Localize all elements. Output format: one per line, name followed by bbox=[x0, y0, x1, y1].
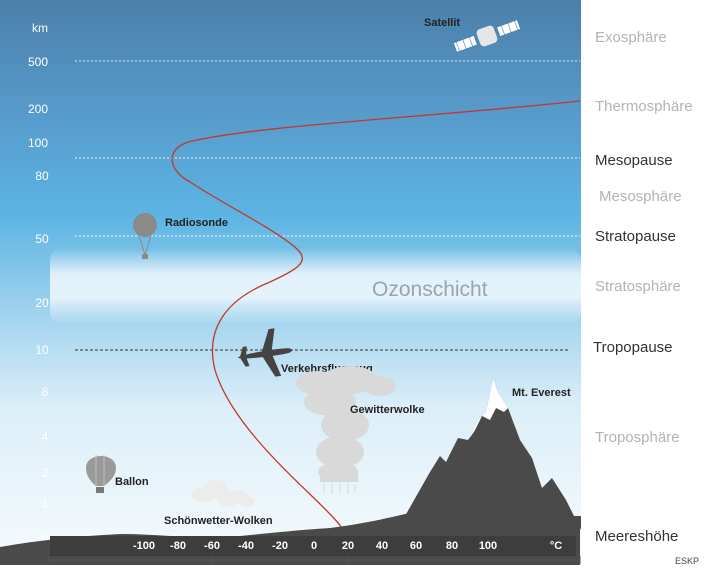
altitude-tick-0: 0 bbox=[42, 531, 49, 545]
thundercloud-icon bbox=[296, 366, 396, 494]
thundercloud-label: Gewitterwolke bbox=[350, 404, 425, 416]
mt-everest-mountain bbox=[405, 378, 581, 530]
radiosonde-icon bbox=[133, 213, 157, 259]
fair-weather-clouds-label: Schönwetter-Wolken bbox=[164, 515, 273, 527]
ozone-layer-label: Ozonschicht bbox=[372, 278, 488, 301]
ozone-band bbox=[50, 248, 581, 324]
altitude-tick-500: 500 bbox=[28, 55, 48, 69]
temp-tick-100: 100 bbox=[479, 540, 497, 552]
temp-tick-40: 40 bbox=[376, 540, 388, 552]
hot-air-balloon-icon bbox=[86, 455, 116, 493]
temp-tick-neg20: -20 bbox=[272, 540, 288, 552]
fair-weather-clouds-icon bbox=[191, 480, 255, 507]
everest-label: Mt. Everest bbox=[512, 387, 571, 399]
layer-troposphere: Troposphäre bbox=[595, 429, 680, 446]
layer-sea-level: Meereshöhe bbox=[595, 528, 678, 545]
temperature-curve bbox=[171, 100, 581, 529]
layer-exosphere: Exosphäre bbox=[595, 29, 667, 46]
airliner-icon bbox=[238, 328, 292, 377]
altitude-unit-label: km bbox=[32, 21, 48, 35]
temp-tick-60: 60 bbox=[410, 540, 422, 552]
temp-tick-0: 0 bbox=[311, 540, 317, 552]
temp-tick-80: 80 bbox=[446, 540, 458, 552]
layer-mesopause: Mesopause bbox=[595, 152, 673, 169]
temp-unit-label: °C bbox=[550, 540, 562, 552]
layer-tropopause: Tropopause bbox=[593, 339, 673, 356]
satellite-label: Satellit bbox=[424, 17, 460, 29]
temp-tick-neg40: -40 bbox=[238, 540, 254, 552]
temp-tick-neg60: -60 bbox=[204, 540, 220, 552]
altitude-tick-1: 1 bbox=[42, 496, 49, 510]
layer-stratosphere: Stratosphäre bbox=[595, 278, 681, 295]
altitude-tick-50: 50 bbox=[35, 232, 49, 246]
temp-tick-20: 20 bbox=[342, 540, 354, 552]
layer-mesosphere: Mesosphäre bbox=[599, 188, 682, 205]
altitude-tick-200: 200 bbox=[28, 102, 48, 116]
balloon-label: Ballon bbox=[115, 476, 149, 488]
radiosonde-label: Radiosonde bbox=[165, 217, 228, 229]
altitude-tick-100: 100 bbox=[28, 136, 48, 150]
temp-tick-neg80: -80 bbox=[170, 540, 186, 552]
altitude-tick-8: 8 bbox=[42, 385, 49, 399]
layer-thermosphere: Thermosphäre bbox=[595, 98, 693, 115]
altitude-tick-80: 80 bbox=[35, 169, 49, 183]
temperature-axis-line bbox=[47, 556, 581, 564]
temperature-axis-bar bbox=[50, 536, 576, 556]
altitude-tick-20: 20 bbox=[35, 296, 49, 310]
altitude-tick-10: 10 bbox=[35, 343, 49, 357]
credit-label: ESKP bbox=[675, 556, 699, 566]
layer-stratopause: Stratopause bbox=[595, 228, 676, 245]
temp-tick-neg100: -100 bbox=[133, 540, 155, 552]
altitude-tick-4: 4 bbox=[42, 430, 49, 444]
altitude-tick-2: 2 bbox=[42, 466, 49, 480]
satellite-icon bbox=[452, 19, 522, 53]
